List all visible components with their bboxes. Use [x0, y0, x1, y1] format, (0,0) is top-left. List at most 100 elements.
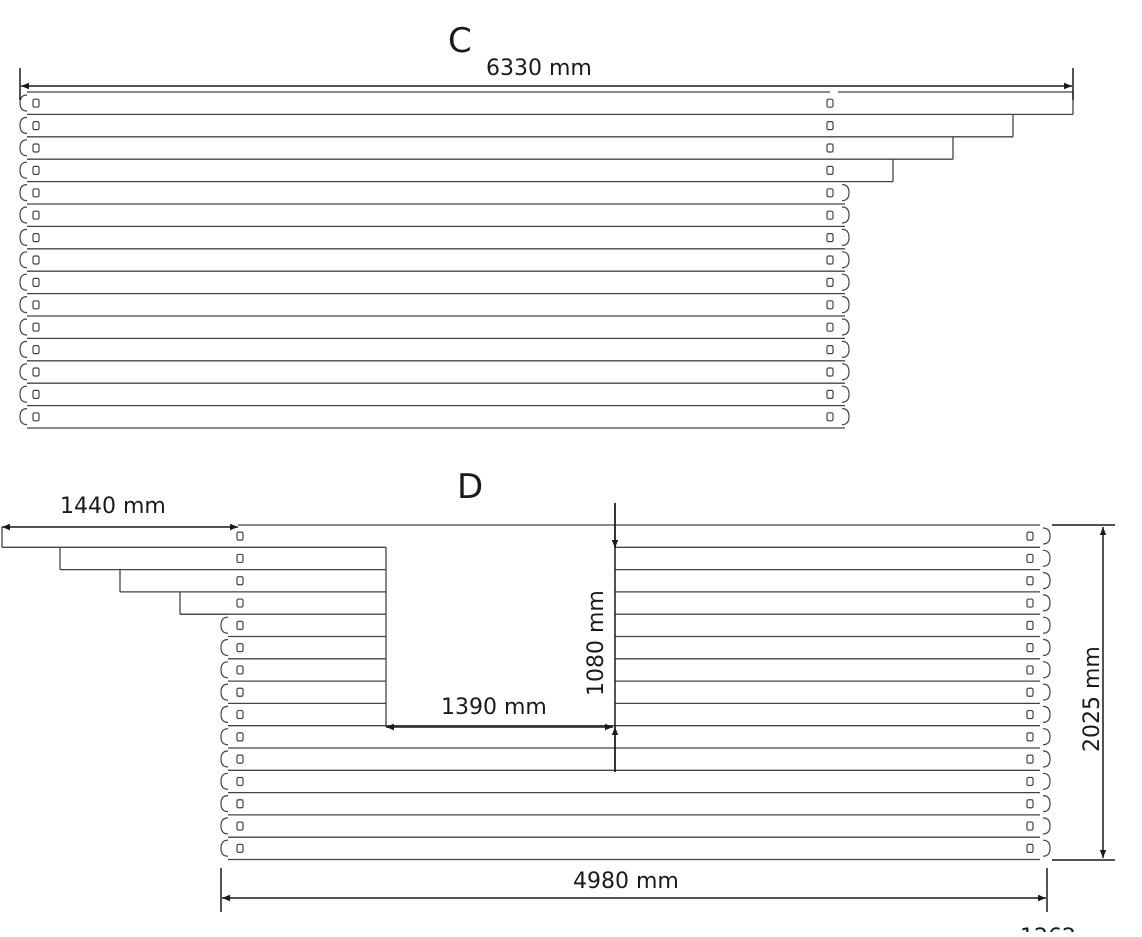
wall-d-opening-width-label: 1390 mm [441, 695, 547, 720]
corner-notch [1026, 821, 1034, 831]
corner-notch [32, 345, 40, 355]
corner-notch [32, 120, 40, 131]
plank-end-left [19, 408, 28, 426]
plank-end-right [1042, 839, 1051, 857]
plank-end-right [841, 273, 850, 291]
wall-d-opening-height-label: 1080 mm [584, 590, 609, 696]
wall-c-width-label: 6330 mm [486, 56, 592, 81]
corner-notch [236, 665, 244, 675]
plank-end-right [1042, 638, 1051, 657]
corner-notch [1026, 687, 1034, 697]
plank-end-right [1042, 572, 1051, 590]
plank-end-left [19, 228, 28, 246]
plank-end-right [1042, 527, 1051, 545]
corner-notch [826, 98, 834, 108]
corner-notch [826, 120, 834, 131]
corner-notch [236, 576, 244, 586]
corner-notch [826, 322, 834, 332]
corner-notch [1026, 799, 1034, 809]
corner-notch [236, 687, 244, 697]
wall-c [19, 91, 1074, 429]
corner-notch [32, 143, 40, 153]
plank-end-left [19, 385, 28, 403]
corner-notch [236, 709, 244, 720]
plank-end-left [19, 139, 28, 157]
corner-notch [826, 389, 834, 399]
plank-end-left [220, 839, 229, 857]
plank-end-right [841, 184, 850, 202]
corner-notch [1026, 732, 1034, 742]
corner-notch [236, 776, 244, 787]
corner-notch [236, 553, 244, 564]
corner-notch [32, 412, 40, 422]
corner-notch [826, 412, 834, 422]
corner-notch [1026, 620, 1034, 630]
plank-end-left [19, 206, 28, 224]
plank-end-right [1042, 616, 1051, 634]
corner-notch [1026, 709, 1034, 720]
corner-notch [236, 843, 244, 853]
plank-end-left [19, 340, 28, 358]
corner-notch [1026, 553, 1034, 564]
plank-end-left [19, 363, 28, 381]
plank-end-left [220, 638, 229, 657]
plank-end-right [1042, 772, 1051, 790]
plank-end-right [1042, 817, 1051, 835]
corner-notch [826, 367, 834, 377]
plank-end-left [220, 616, 229, 634]
plank-end-left [220, 683, 229, 701]
corner-notch [32, 367, 40, 377]
plank-end-right [841, 318, 850, 336]
plank-end-left [19, 116, 28, 134]
corner-notch [1026, 576, 1034, 586]
corner-notch [1026, 598, 1034, 608]
corner-notch [32, 277, 40, 287]
wall-d-width-label: 4980 mm [573, 869, 679, 894]
corner-notch [1026, 776, 1034, 787]
corner-notch [32, 188, 40, 198]
corner-notch [236, 643, 244, 653]
corner-notch [32, 165, 40, 175]
corner-notch [1026, 843, 1034, 853]
page-number: 1262 [1020, 925, 1076, 932]
corner-notch [32, 322, 40, 332]
plank-end-right [1042, 549, 1051, 567]
plank-end-left [19, 161, 28, 179]
plank-end-right [1042, 661, 1051, 679]
plank-end-right [841, 296, 850, 314]
corner-notch [236, 598, 244, 608]
wall-c-letter: C [448, 21, 472, 61]
plank-end-right [841, 228, 850, 246]
plank-end-left [220, 817, 229, 835]
plank-end-left [220, 661, 229, 679]
corner-notch [236, 732, 244, 742]
corner-notch [826, 255, 834, 265]
plank-end-right [841, 363, 850, 381]
wall-d-height-label: 2025 mm [1080, 646, 1105, 752]
corner-notch [1026, 754, 1034, 764]
plank-end-left [19, 94, 28, 112]
wall-d-letter: D [457, 467, 483, 507]
corner-notch [32, 233, 40, 243]
corner-notch [32, 98, 40, 108]
plank-end-left [220, 772, 229, 790]
corner-notch [236, 620, 244, 630]
corner-notch [1026, 643, 1034, 653]
plank-end-right [841, 408, 850, 426]
plank-end-right [1042, 705, 1051, 723]
plank-end-left [19, 273, 28, 291]
plank-end-left [220, 705, 229, 723]
plank-end-right [841, 251, 850, 269]
corner-notch [1026, 665, 1034, 675]
wall-d [1, 524, 1051, 861]
corner-notch [236, 821, 244, 831]
plank-end-left [19, 296, 28, 314]
corner-notch [32, 210, 40, 220]
corner-notch [236, 754, 244, 764]
corner-notch [826, 345, 834, 355]
corner-notch [32, 255, 40, 265]
corner-notch [826, 143, 834, 153]
plank-end-right [1042, 594, 1051, 612]
plank-end-right [841, 385, 850, 403]
